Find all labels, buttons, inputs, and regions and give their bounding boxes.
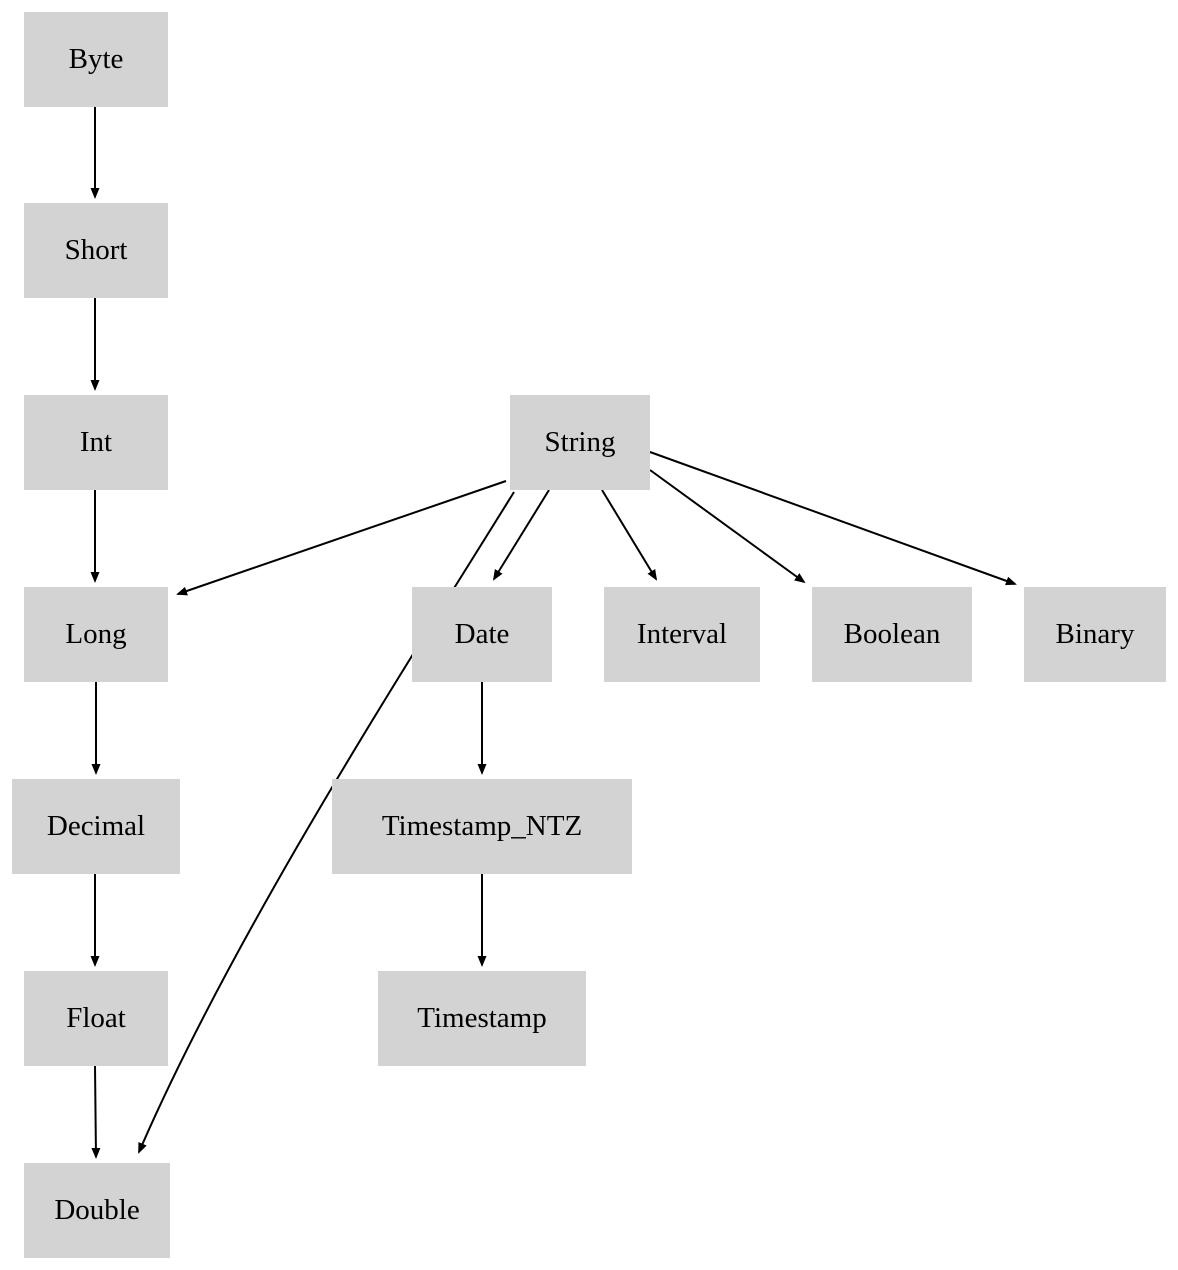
node-int: Int [24,395,168,490]
edge-string-to-long [176,480,507,596]
node-double: Double [24,1163,170,1258]
node-timestamp: Timestamp [378,971,586,1066]
node-long: Long [24,587,168,682]
node-float: Float [24,971,168,1066]
edge-float-to-double [91,1065,101,1159]
node-timestamp-ntz: Timestamp_NTZ [332,779,632,874]
node-interval: Interval [604,587,760,682]
edge-string-to-date [492,489,550,581]
node-boolean: Boolean [812,587,972,682]
edge-string-to-double [138,491,515,1154]
edge-string-to-binary [649,451,1017,586]
node-short: Short [24,203,168,298]
edge-string-to-interval [601,489,658,581]
node-binary: Binary [1024,587,1166,682]
node-string: String [510,395,650,490]
node-byte: Byte [24,12,168,107]
node-date: Date [412,587,552,682]
edge-string-to-boolean [649,469,806,584]
node-decimal: Decimal [12,779,180,874]
